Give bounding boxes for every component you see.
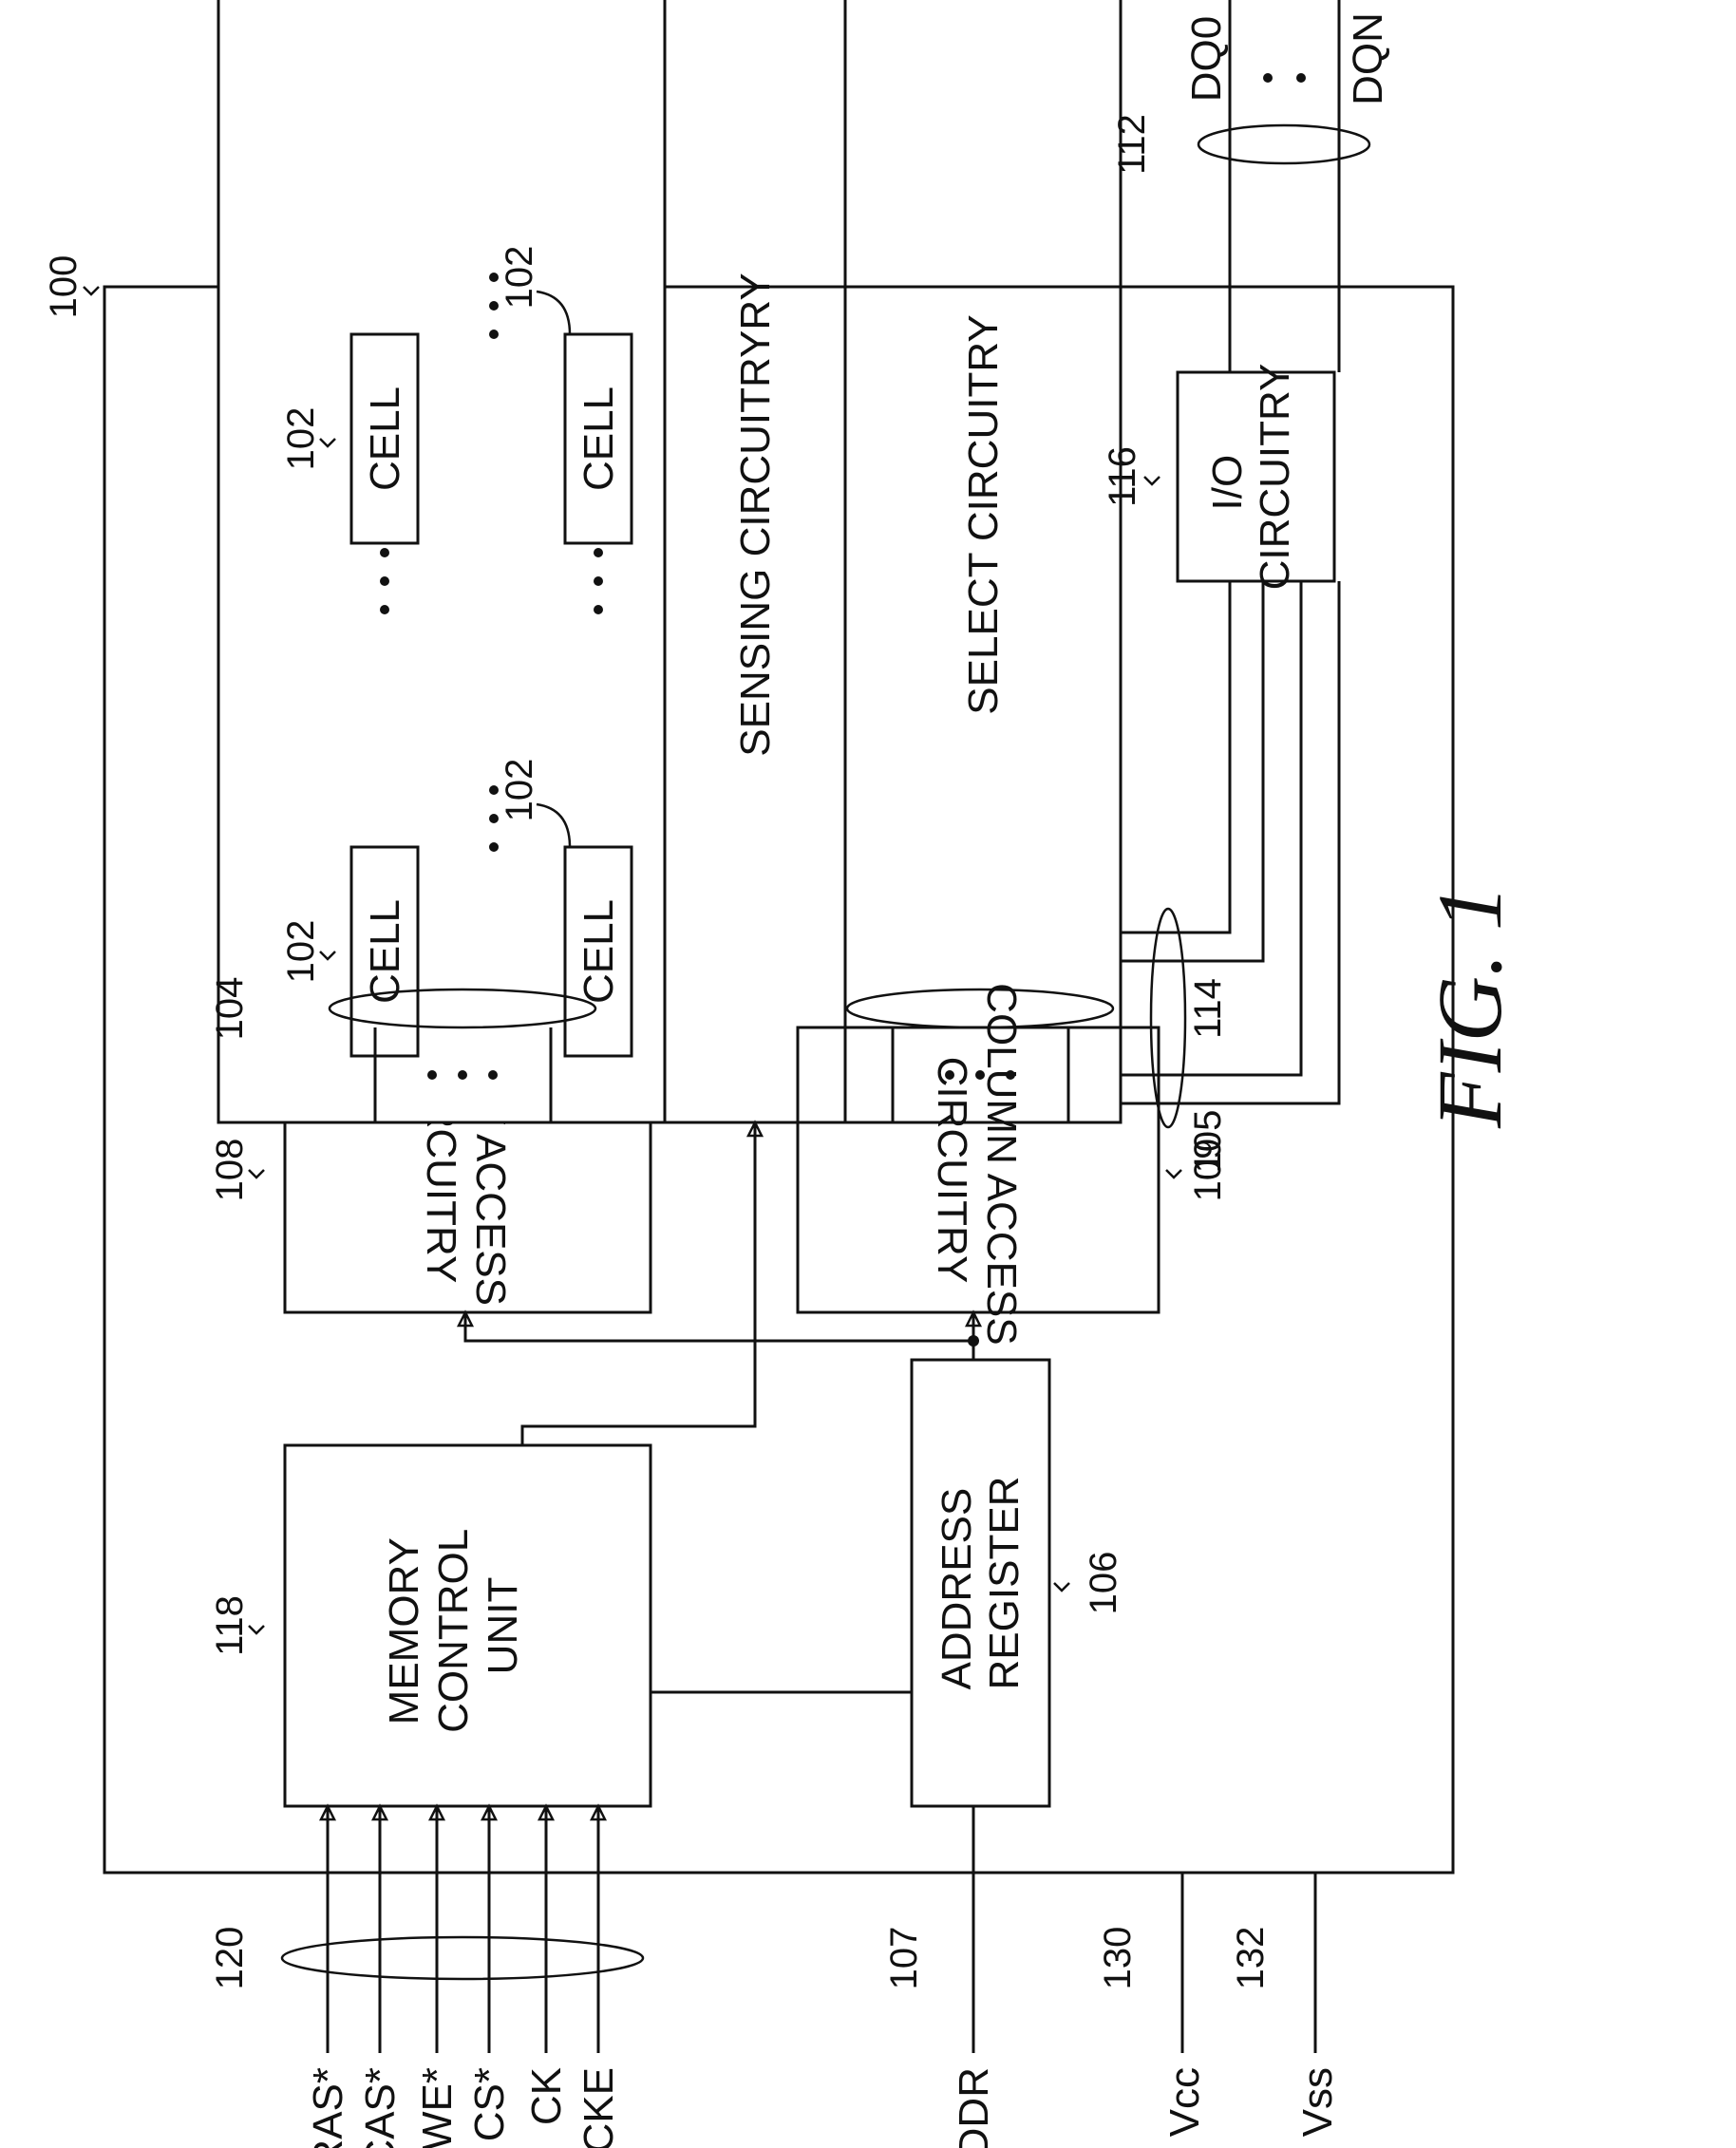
address-register-ref: 106 [1083,1552,1124,1615]
row-access-circuitry-ref: 108 [209,1139,251,1202]
control-signal-lines [282,1806,643,2053]
chip-ref: 100 [43,255,85,319]
addr-ref: 107 [883,1927,925,1990]
vss-ref: 132 [1230,1927,1272,1990]
control-bus-ref: 120 [209,1927,251,1990]
row-bus-ref: 104 [209,977,251,1041]
cell-bottom-left-label: CELL [362,899,408,1004]
io-circuitry-ref: 116 [1102,446,1143,507]
column-access-circuitry-block [798,1027,1159,1312]
figure-label: FIG. 1 [1419,885,1520,1129]
select-io-bus-ref: 105 [1187,1110,1229,1174]
dq0-label: DQ0 [1183,16,1230,102]
cell-ref-2: 102 [280,407,322,471]
signal-cas: CAS* [357,2067,404,2148]
control-signal-labels: RAS* CAS* WE* CS* CK CKE [305,2067,622,2148]
cell-top-left-label: CELL [362,386,408,491]
vcc-ref: 130 [1097,1927,1139,1990]
cell-ref-4: 102 [499,246,540,310]
select-circuitry-label: SELECT CIRCUITRY [960,314,1007,714]
sensing-circuitry-label: SENSING CIRCUITRYRY [732,273,779,756]
cell-ref-1: 102 [280,920,322,984]
cell-ref-3: 102 [499,759,540,822]
dqn-label: DQN [1345,12,1391,105]
dq-bus-ref: 112 [1111,114,1153,175]
signal-cs: CS* [466,2067,513,2141]
address-register-label: ADDRESS REGISTER [934,1477,1028,1690]
signal-ras: RAS* [305,2067,351,2148]
cell-top-right-label: CELL [576,386,622,491]
addr-label: ADDR [951,2067,997,2148]
signal-cke: CKE [576,2067,622,2148]
signal-ck: CK [523,2067,570,2125]
column-bus-ref: 114 [1187,978,1229,1039]
vss-label: Vss [1294,2067,1341,2137]
cell-bottom-right-label: CELL [576,899,622,1004]
signal-we: WE* [414,2067,461,2148]
vcc-label: Vcc [1161,2067,1208,2137]
memory-control-unit-ref: 118 [209,1595,251,1656]
